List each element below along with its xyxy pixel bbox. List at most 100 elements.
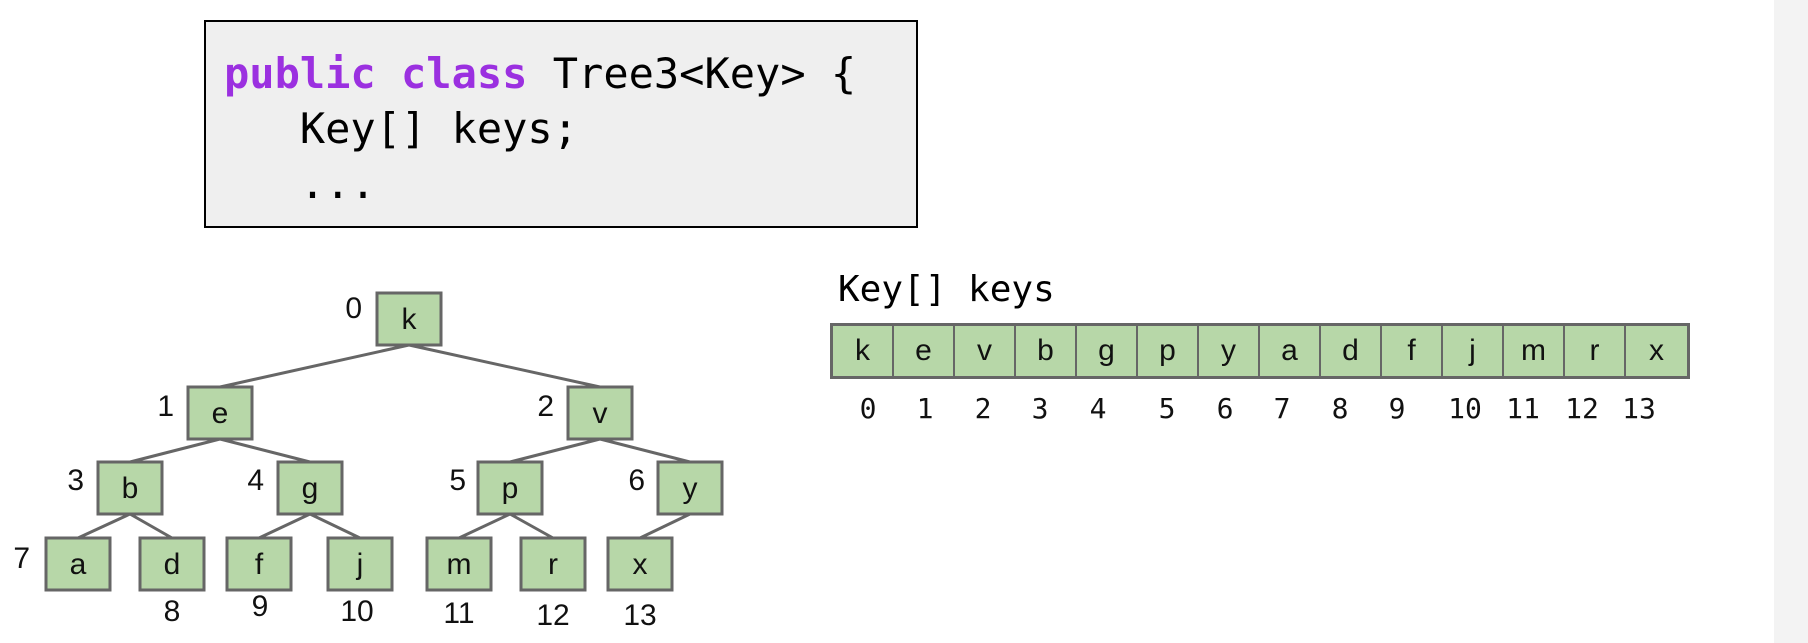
array-index-1: 1 bbox=[916, 392, 934, 425]
tree-node-label: x bbox=[633, 548, 648, 581]
tree-node-index: 4 bbox=[247, 464, 264, 497]
array-index-11: 11 bbox=[1506, 392, 1540, 425]
tree-node-label: p bbox=[502, 472, 519, 505]
tree-node-label: y bbox=[683, 472, 698, 505]
tree-node-7: a7 bbox=[13, 536, 112, 592]
tree-node-index: 2 bbox=[537, 390, 554, 423]
tree-node-1: e1 bbox=[157, 385, 254, 441]
tree-edge-11 bbox=[509, 512, 554, 540]
tree-edge-9 bbox=[309, 512, 361, 540]
array-index-13: 13 bbox=[1622, 392, 1656, 425]
tree-node-index: 5 bbox=[449, 464, 466, 497]
array-cell-8: d bbox=[1321, 326, 1382, 376]
tree-edge-8 bbox=[258, 512, 311, 540]
code-block: public class Tree3<Key> { Key[] keys; ..… bbox=[204, 20, 918, 228]
array-cell-9: f bbox=[1382, 326, 1443, 376]
tree-node-label: e bbox=[212, 397, 229, 430]
tree-node-index: 0 bbox=[345, 292, 362, 325]
tree-node-label: m bbox=[447, 548, 472, 581]
tree-node-4: g4 bbox=[247, 460, 344, 516]
tree-node-box bbox=[606, 536, 674, 592]
array-index-2: 2 bbox=[974, 392, 992, 425]
field-declaration: Key[] keys; bbox=[299, 104, 579, 153]
tree-node-index: 13 bbox=[623, 599, 656, 632]
array-index-3: 3 bbox=[1031, 392, 1049, 425]
array-index-5: 5 bbox=[1158, 392, 1176, 425]
array-index-9: 9 bbox=[1388, 392, 1406, 425]
keyword-class: class bbox=[401, 49, 528, 98]
tree-node-label: k bbox=[402, 303, 418, 336]
tree-node-label: g bbox=[302, 472, 319, 505]
tree-edge-3 bbox=[219, 437, 311, 464]
array-cell-12: r bbox=[1565, 326, 1626, 376]
array-cell-3: b bbox=[1016, 326, 1077, 376]
tree-node-index: 9 bbox=[252, 590, 269, 623]
array-cell-1: e bbox=[894, 326, 955, 376]
tree-node-9: f9 bbox=[225, 536, 293, 623]
tree-node-label: a bbox=[70, 548, 87, 581]
tree-edge-7 bbox=[129, 512, 173, 540]
array-cell-4: g bbox=[1077, 326, 1138, 376]
tree-edge-12 bbox=[639, 512, 691, 540]
tree-edge-6 bbox=[77, 512, 131, 540]
tree-node-index: 7 bbox=[13, 542, 30, 575]
tree-node-index: 11 bbox=[443, 597, 474, 630]
array-cell-10: j bbox=[1443, 326, 1504, 376]
array-cell-2: v bbox=[955, 326, 1016, 376]
array-index-10: 10 bbox=[1448, 392, 1482, 425]
tree-edge-10 bbox=[458, 512, 511, 540]
tree-node-index: 8 bbox=[164, 595, 181, 628]
tree-edges bbox=[77, 343, 691, 540]
array-cell-5: p bbox=[1138, 326, 1199, 376]
ellipsis: ... bbox=[299, 159, 376, 208]
tree-node-box bbox=[425, 536, 493, 592]
tree-edge-2 bbox=[129, 437, 221, 464]
right-margin-strip bbox=[1774, 0, 1808, 643]
tree-node-12: r12 bbox=[519, 536, 587, 632]
array-index-0: 0 bbox=[859, 392, 877, 425]
tree-node-index: 12 bbox=[536, 599, 569, 632]
tree-node-box bbox=[44, 536, 112, 592]
code-line-3: ... bbox=[224, 156, 916, 211]
tree-edge-5 bbox=[599, 437, 691, 464]
tree-node-box bbox=[656, 460, 724, 516]
code-line-1: public class Tree3<Key> { bbox=[224, 46, 916, 101]
class-declaration: Tree3<Key> { bbox=[552, 49, 857, 98]
tree-node-box bbox=[519, 536, 587, 592]
tree-node-box bbox=[326, 536, 394, 592]
tree-node-box bbox=[186, 385, 254, 441]
tree-node-10: j 10 bbox=[326, 536, 394, 628]
tree-node-box bbox=[96, 460, 164, 516]
array-index-4: 4 bbox=[1089, 392, 1107, 425]
tree-edge-1 bbox=[408, 343, 601, 389]
tree-node-label: j bbox=[356, 548, 364, 581]
code-line-2: Key[] keys; bbox=[224, 101, 916, 156]
tree-edge-0 bbox=[219, 343, 410, 389]
tree-node-index: 6 bbox=[628, 464, 645, 497]
array-index-6: 6 bbox=[1216, 392, 1234, 425]
keyword-public: public bbox=[224, 49, 376, 98]
tree-node-label: b bbox=[122, 472, 139, 505]
array-index-8: 8 bbox=[1331, 392, 1349, 425]
tree-node-5: p5 bbox=[449, 460, 544, 516]
tree-node-2: v2 bbox=[537, 385, 634, 441]
tree-node-8: d8 bbox=[138, 536, 206, 628]
tree-node-0: k0 bbox=[345, 291, 443, 347]
array-label: Key[] keys bbox=[838, 269, 1055, 310]
tree-node-box bbox=[225, 536, 293, 592]
array-cell-7: a bbox=[1260, 326, 1321, 376]
tree-node-11: m 11 bbox=[425, 536, 493, 630]
tree-node-box bbox=[476, 460, 544, 516]
array-cell-6: y bbox=[1199, 326, 1260, 376]
tree-node-index: 10 bbox=[340, 595, 373, 628]
array-cell-0: k bbox=[833, 326, 894, 376]
tree-node-label: f bbox=[255, 548, 264, 581]
tree-node-box bbox=[138, 536, 206, 592]
tree-node-box bbox=[566, 385, 634, 441]
array-cell-13: x bbox=[1649, 334, 1664, 367]
tree-node-6: y6 bbox=[628, 460, 724, 516]
array-cell-11: m bbox=[1504, 326, 1565, 376]
tree-node-3: b3 bbox=[67, 460, 164, 516]
